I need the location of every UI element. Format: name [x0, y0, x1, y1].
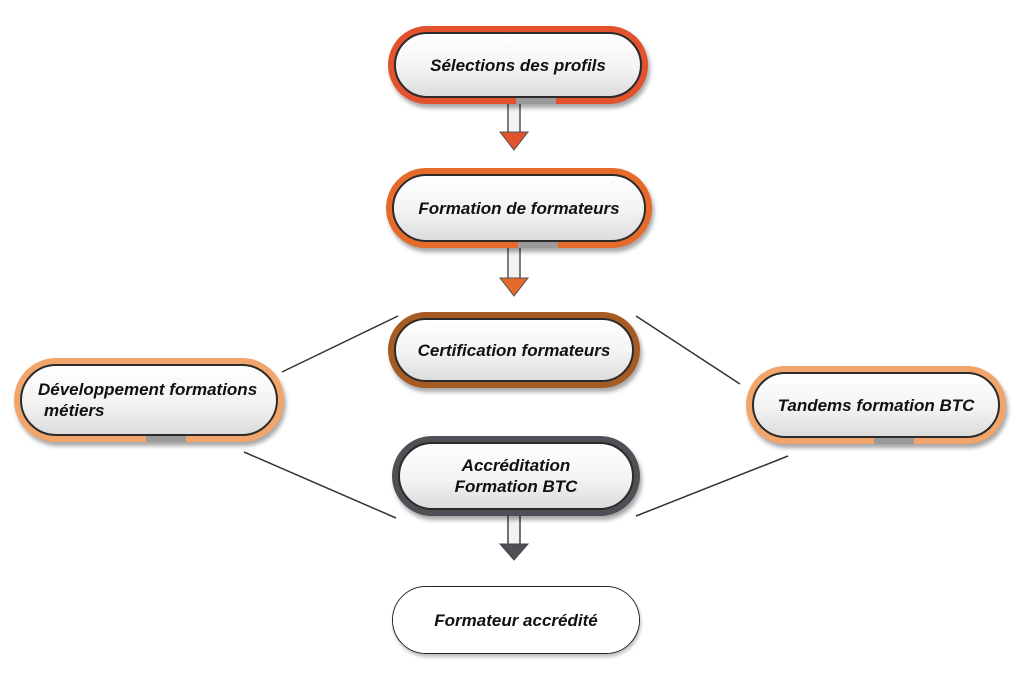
node-accredited-trainer: Formateur accrédité	[392, 586, 640, 654]
node-label-line: Formation BTC	[454, 477, 578, 496]
node-notch	[518, 242, 558, 248]
node-notch	[874, 438, 914, 444]
node-label-line: métiers	[44, 401, 105, 420]
node-label: Formation de formateurs	[392, 174, 646, 242]
node-profile-selection: Sélections des profils	[388, 26, 648, 104]
arrow-down-icon	[498, 243, 530, 297]
node-trainer-certification: Certification formateurs	[388, 312, 640, 388]
line-certification-to-tandems	[635, 315, 741, 385]
node-job-training-development: Développement formations métiers	[14, 358, 284, 442]
arrow-down-icon	[498, 511, 530, 561]
node-notch	[516, 98, 556, 104]
node-label-line: Accréditation	[461, 456, 571, 475]
arrow-down-icon	[498, 97, 530, 151]
line-tandems-to-accreditation	[635, 455, 789, 517]
node-label-line: Développement formations	[38, 380, 258, 399]
line-certification-to-dev	[281, 315, 399, 373]
node-accreditation: Accréditation Formation BTC	[392, 436, 640, 516]
node-btc-tandems: Tandems formation BTC	[746, 366, 1006, 444]
node-notch	[146, 436, 186, 442]
node-trainer-training: Formation de formateurs	[386, 168, 652, 248]
line-dev-to-accreditation	[243, 451, 397, 519]
node-label-dev: Développement formations métiers	[20, 364, 278, 436]
node-label: Sélections des profils	[394, 32, 642, 98]
node-label: Tandems formation BTC	[752, 372, 1000, 438]
node-label-accreditation: Accréditation Formation BTC	[398, 442, 634, 510]
node-label: Certification formateurs	[394, 318, 634, 382]
node-label: Formateur accrédité	[393, 587, 639, 653]
